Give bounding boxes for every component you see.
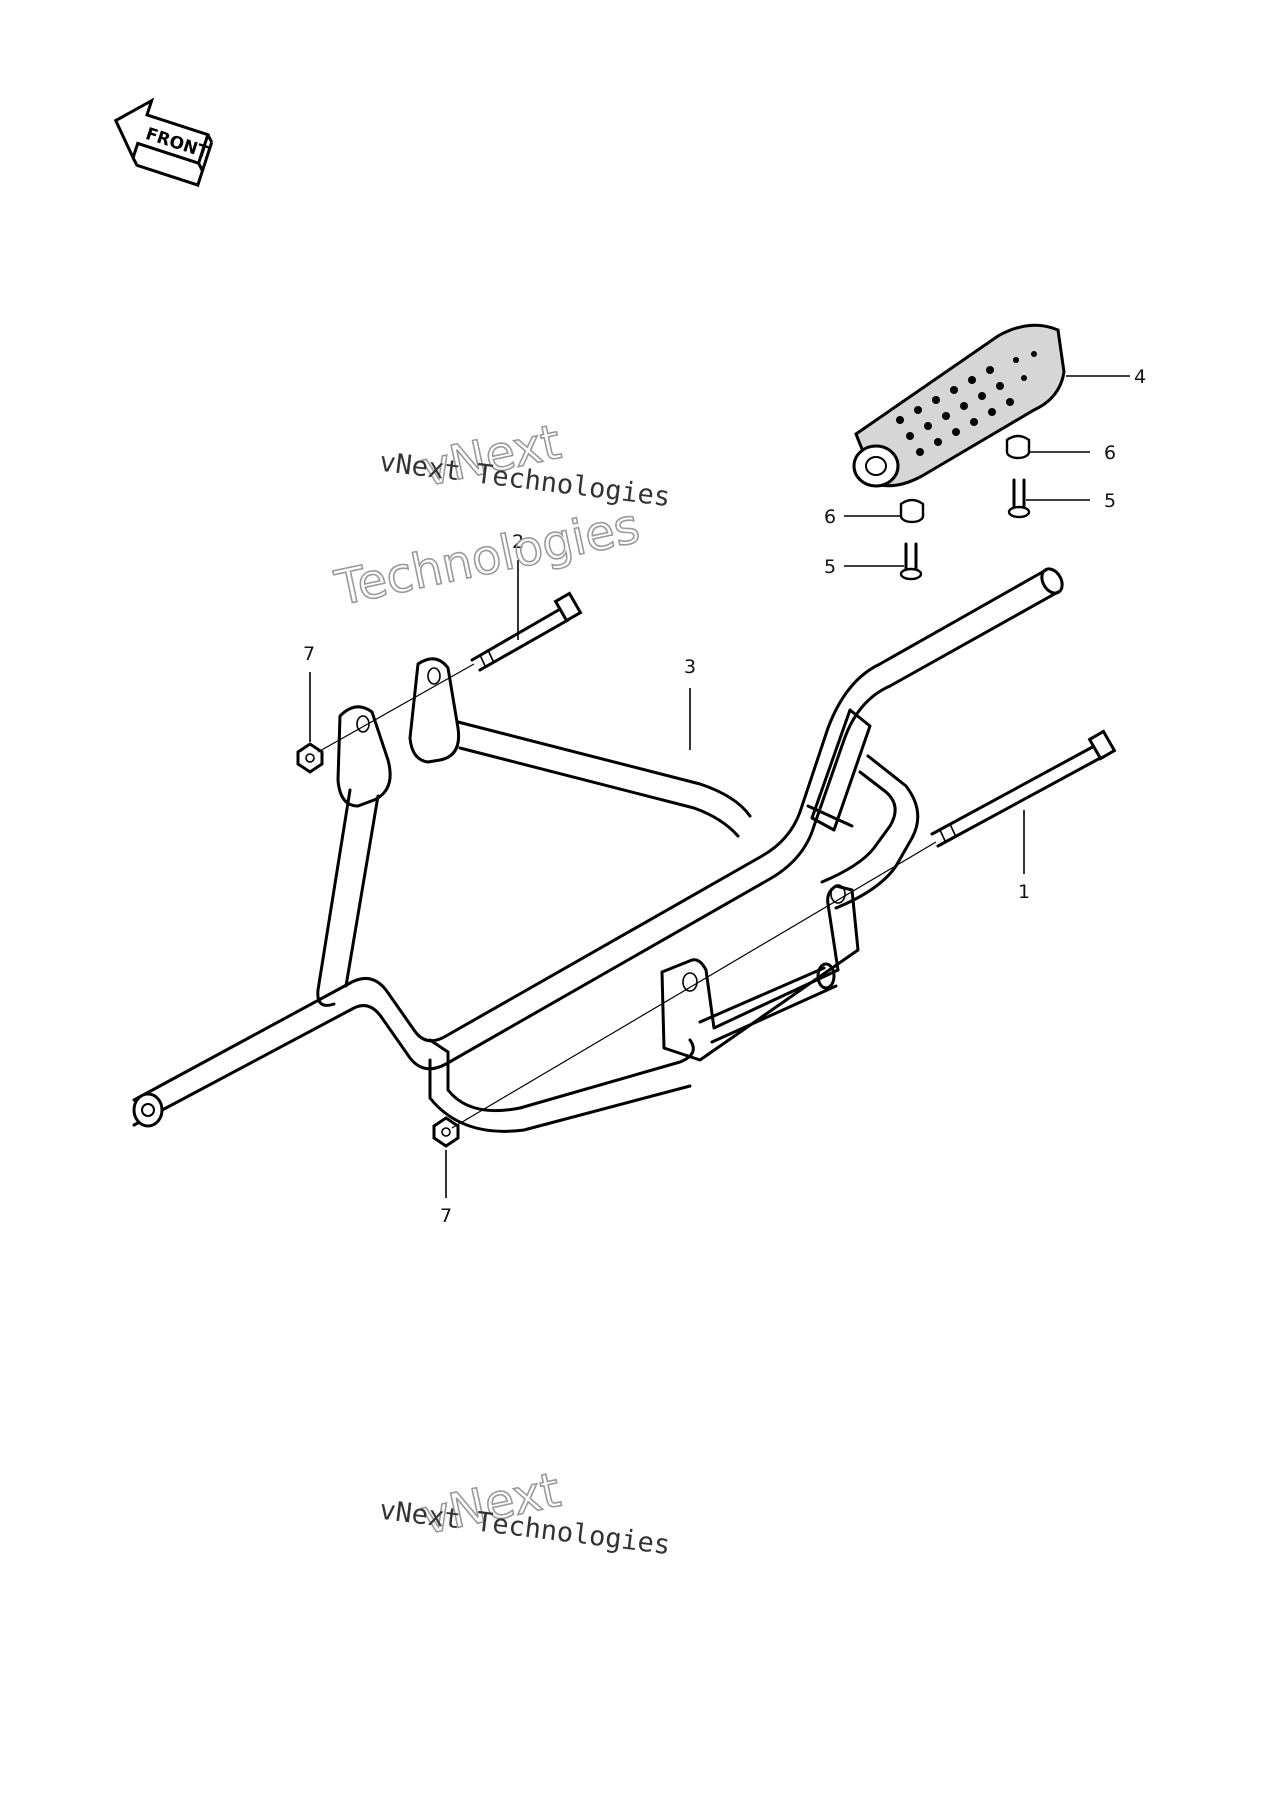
callout-4: 4	[1134, 366, 1146, 388]
callout-1: 1	[1018, 881, 1030, 903]
footpeg-part-4	[852, 323, 1066, 488]
callout-3: 3	[684, 656, 696, 678]
bolt-part-2	[470, 591, 583, 672]
watermark-outline-word-2: Technologies	[330, 498, 644, 617]
pin-part-5-left	[899, 542, 923, 581]
callout-2: 2	[512, 531, 524, 553]
leader-lines	[309, 375, 1130, 1198]
bolt-part-1	[930, 729, 1117, 848]
nut-part-7-lower	[432, 1116, 460, 1148]
guard-frame	[132, 567, 1064, 1133]
callout-5-left: 5	[824, 556, 836, 578]
callout-7-lower: 7	[440, 1205, 452, 1227]
collar-part-6-right	[1005, 434, 1031, 460]
callout-6-left: 6	[824, 506, 836, 528]
callout-6-right: 6	[1104, 442, 1116, 464]
watermark-bottom: vNext vNext Technologies	[378, 1461, 672, 1561]
assembly-centerlines	[317, 663, 937, 1129]
pin-part-5-right	[1007, 478, 1031, 519]
callout-7-upper: 7	[303, 643, 315, 665]
watermark-top: vNext Technologies vNext Technologies	[329, 413, 672, 618]
front-arrow-icon: FRONT	[113, 97, 214, 187]
nut-part-7-upper	[296, 742, 324, 774]
collar-part-6-left	[899, 498, 925, 524]
callout-5-right: 5	[1104, 490, 1116, 512]
